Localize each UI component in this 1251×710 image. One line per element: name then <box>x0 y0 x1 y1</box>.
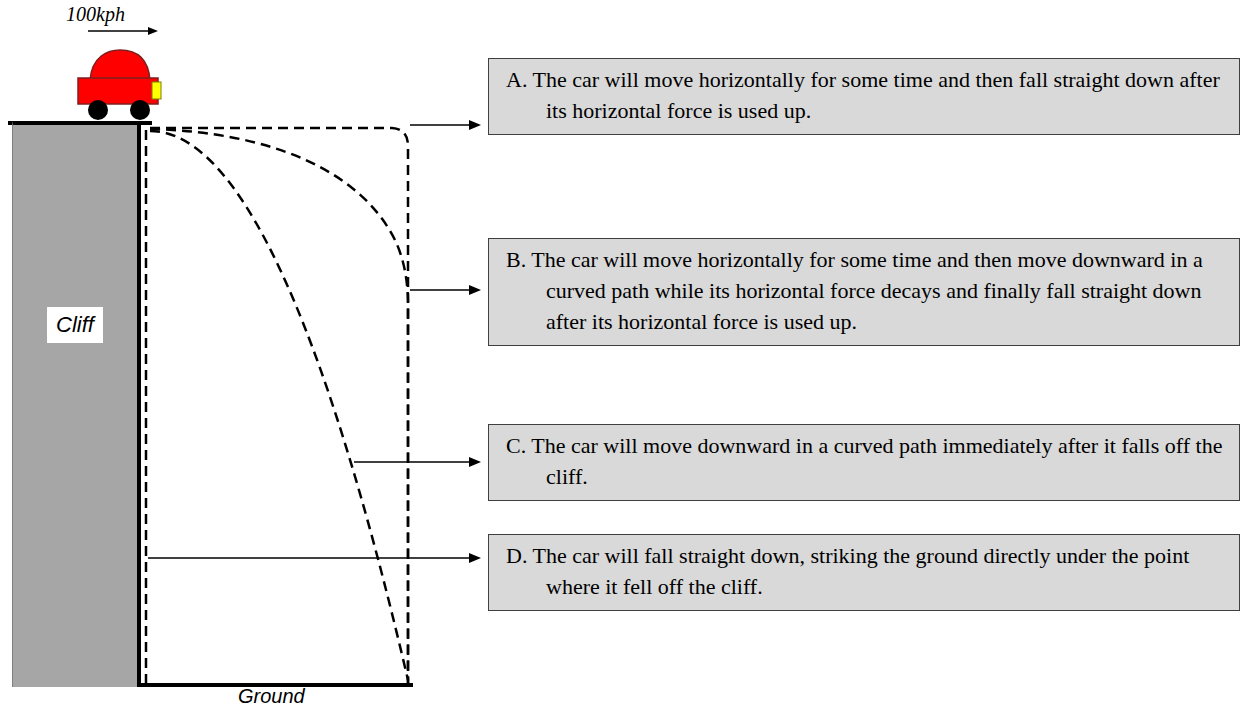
car-wheel <box>130 100 150 120</box>
car-roof <box>90 50 150 80</box>
leader-arrowhead <box>469 457 481 467</box>
answer-box: C. The car will move downward in a curve… <box>488 424 1240 501</box>
car-body <box>78 78 158 104</box>
answer-box: D. The car will fall straight down, stri… <box>488 534 1240 611</box>
car <box>78 50 161 120</box>
leader-arrowhead <box>469 285 481 295</box>
answer-text: A. The car will move horizontally for so… <box>546 65 1231 127</box>
leader-line <box>410 289 472 291</box>
answer-box: A. The car will move horizontally for so… <box>488 58 1240 135</box>
car-headlight <box>152 82 161 99</box>
trajectory-b <box>150 129 408 683</box>
cliff-block: Cliff <box>12 121 141 687</box>
trajectory-c <box>150 131 408 680</box>
leader-arrowhead <box>469 553 481 563</box>
speed-label: 100kph <box>66 4 125 24</box>
speed-arrow <box>88 30 150 32</box>
cliff-label: Cliff <box>47 307 103 343</box>
ground-label: Ground <box>238 686 305 706</box>
trajectory-d <box>145 130 148 683</box>
answer-text: C. The car will move downward in a curve… <box>546 431 1231 493</box>
car-wheel <box>88 100 108 120</box>
leader-line <box>354 461 472 463</box>
trajectory-a <box>150 128 408 683</box>
answer-box: B. The car will move horizontally for so… <box>488 238 1240 346</box>
answer-text: D. The car will fall straight down, stri… <box>546 541 1231 603</box>
leader-line <box>410 124 472 126</box>
speed-arrowhead <box>148 27 158 35</box>
answer-text: B. The car will move horizontally for so… <box>546 245 1231 337</box>
leader-line <box>148 557 472 559</box>
leader-arrowhead <box>469 120 481 130</box>
